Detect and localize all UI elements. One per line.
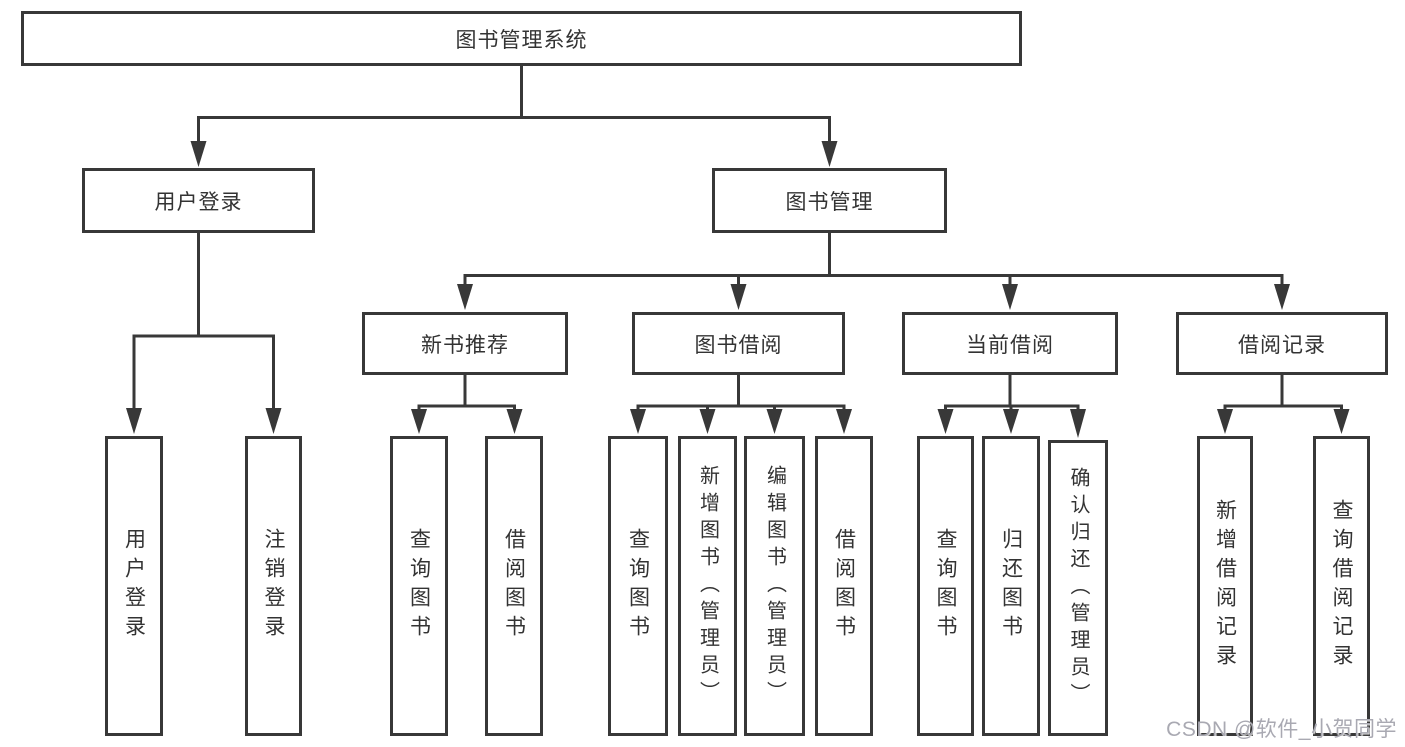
node-book-borrowing: 图书借阅 (632, 312, 845, 375)
node-label: 用户登录 (154, 190, 243, 214)
node-new-book-recommendation: 新书推荐 (362, 312, 568, 375)
node-label: 新增图书（管理员） (696, 464, 719, 708)
node-label: 确认归还（管理员） (1067, 466, 1089, 710)
node-edit-books-admin: 编辑图书（管理员） (744, 436, 805, 736)
node-query-books-recommend: 查询图书 (390, 436, 448, 736)
node-confirm-return-admin: 确认归还（管理员） (1048, 440, 1108, 736)
node-query-borrow-record: 查询借阅记录 (1313, 436, 1370, 736)
node-borrowing-records: 借阅记录 (1176, 312, 1388, 375)
node-add-borrow-record: 新增借阅记录 (1197, 436, 1253, 736)
node-label: 用户登录 (122, 528, 146, 644)
node-label: 借阅记录 (1238, 333, 1326, 357)
node-label: 新书推荐 (421, 333, 509, 357)
node-label: 新增借阅记录 (1213, 499, 1237, 673)
node-label: 查询借阅记录 (1330, 499, 1353, 673)
watermark-text: CSDN @软件_小贺同学 (1166, 718, 1397, 741)
node-return-books: 归还图书 (982, 436, 1040, 736)
node-book-management: 图书管理 (712, 168, 947, 233)
node-borrow-books-recommend: 借阅图书 (485, 436, 543, 736)
node-label: 注销登录 (262, 528, 285, 644)
node-query-books-current: 查询图书 (917, 436, 974, 736)
node-label: 图书借阅 (694, 333, 783, 357)
node-label: 借阅图书 (502, 528, 526, 644)
node-label: 图书管理系统 (455, 28, 588, 52)
node-label: 图书管理 (785, 190, 874, 214)
node-label: 查询图书 (934, 528, 957, 644)
node-user-login-leaf: 用户登录 (105, 436, 163, 736)
node-label: 归还图书 (999, 528, 1023, 644)
node-logout-leaf: 注销登录 (245, 436, 302, 736)
node-add-books-admin: 新增图书（管理员） (678, 436, 737, 736)
node-label: 查询图书 (626, 528, 650, 644)
node-user-login: 用户登录 (82, 168, 315, 233)
node-query-books-borrow: 查询图书 (608, 436, 668, 736)
node-label: 编辑图书（管理员） (763, 464, 786, 708)
node-label: 借阅图书 (832, 528, 856, 644)
node-label: 查询图书 (407, 528, 431, 644)
node-current-borrowing: 当前借阅 (902, 312, 1118, 375)
node-borrow-books-leaf: 借阅图书 (815, 436, 873, 736)
node-library-system: 图书管理系统 (21, 11, 1022, 66)
node-label: 当前借阅 (966, 333, 1054, 357)
